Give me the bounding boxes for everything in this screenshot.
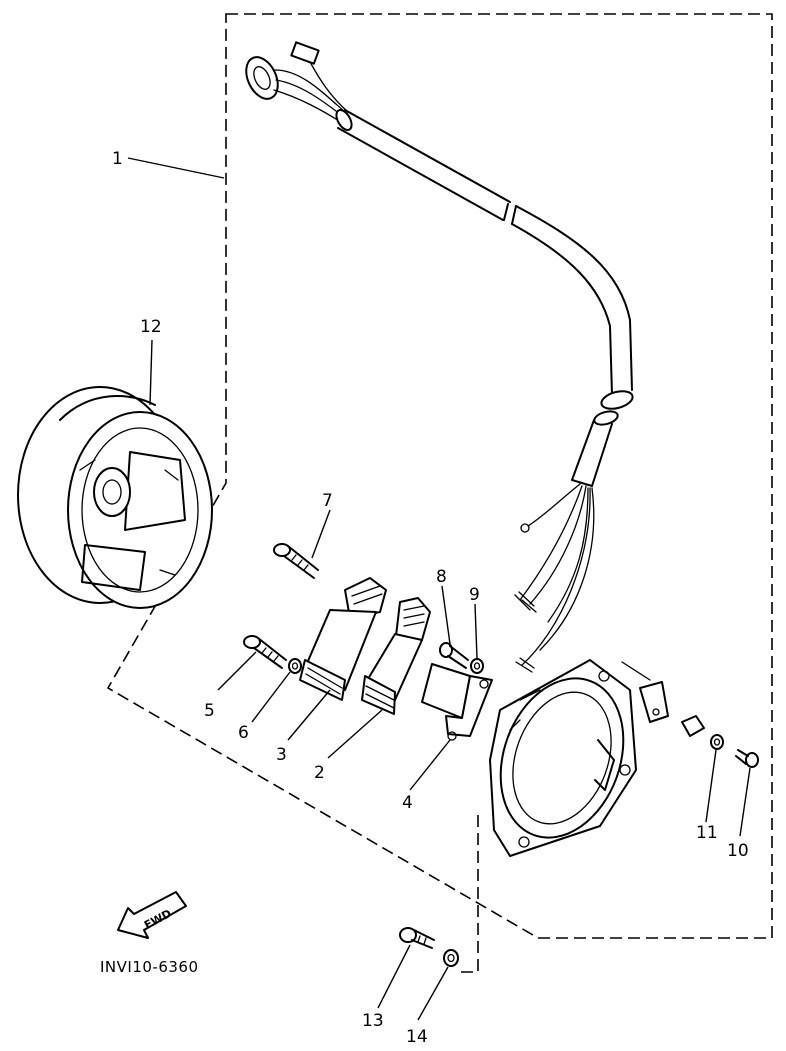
callout-12: 12: [140, 317, 162, 337]
callout-10: 10: [727, 841, 749, 861]
washer-9: [470, 658, 484, 674]
screw-5: [243, 635, 287, 669]
collar-part: [681, 715, 705, 737]
callout-9: 9: [469, 585, 480, 605]
screw-10: [735, 749, 759, 768]
callout-7: 7: [322, 491, 333, 511]
fwd-arrow-icon: FWD: [117, 891, 187, 939]
callout-13: 13: [362, 1011, 384, 1031]
callout-6: 6: [238, 723, 249, 743]
wiring-harness: [245, 41, 634, 673]
screw-7: [273, 543, 319, 579]
callout-11: 11: [696, 823, 718, 843]
callout-8: 8: [436, 567, 447, 587]
bolt-13: [399, 927, 435, 949]
flywheel-rotor: [17, 386, 213, 609]
bolt-drop-line: [460, 815, 479, 973]
coil-2: [361, 597, 431, 715]
washer-6: [288, 658, 302, 674]
callout-3: 3: [276, 745, 287, 765]
callout-1: 1: [112, 149, 123, 169]
stator-base-plate: [489, 659, 637, 857]
coil-3: [299, 577, 387, 701]
screw-8: [439, 642, 469, 669]
washer-11: [710, 734, 724, 750]
clamp-part: [621, 661, 669, 723]
leader-lines: [127, 157, 751, 1021]
callout-2: 2: [314, 763, 325, 783]
callout-5: 5: [204, 701, 215, 721]
drawing-code: INVI10-6360: [100, 958, 199, 976]
washer-14: [443, 949, 459, 967]
assembly-boundary: [106, 13, 773, 939]
callout-4: 4: [402, 793, 413, 813]
pulser-coil-4: [421, 663, 493, 741]
callout-14: 14: [406, 1027, 428, 1047]
